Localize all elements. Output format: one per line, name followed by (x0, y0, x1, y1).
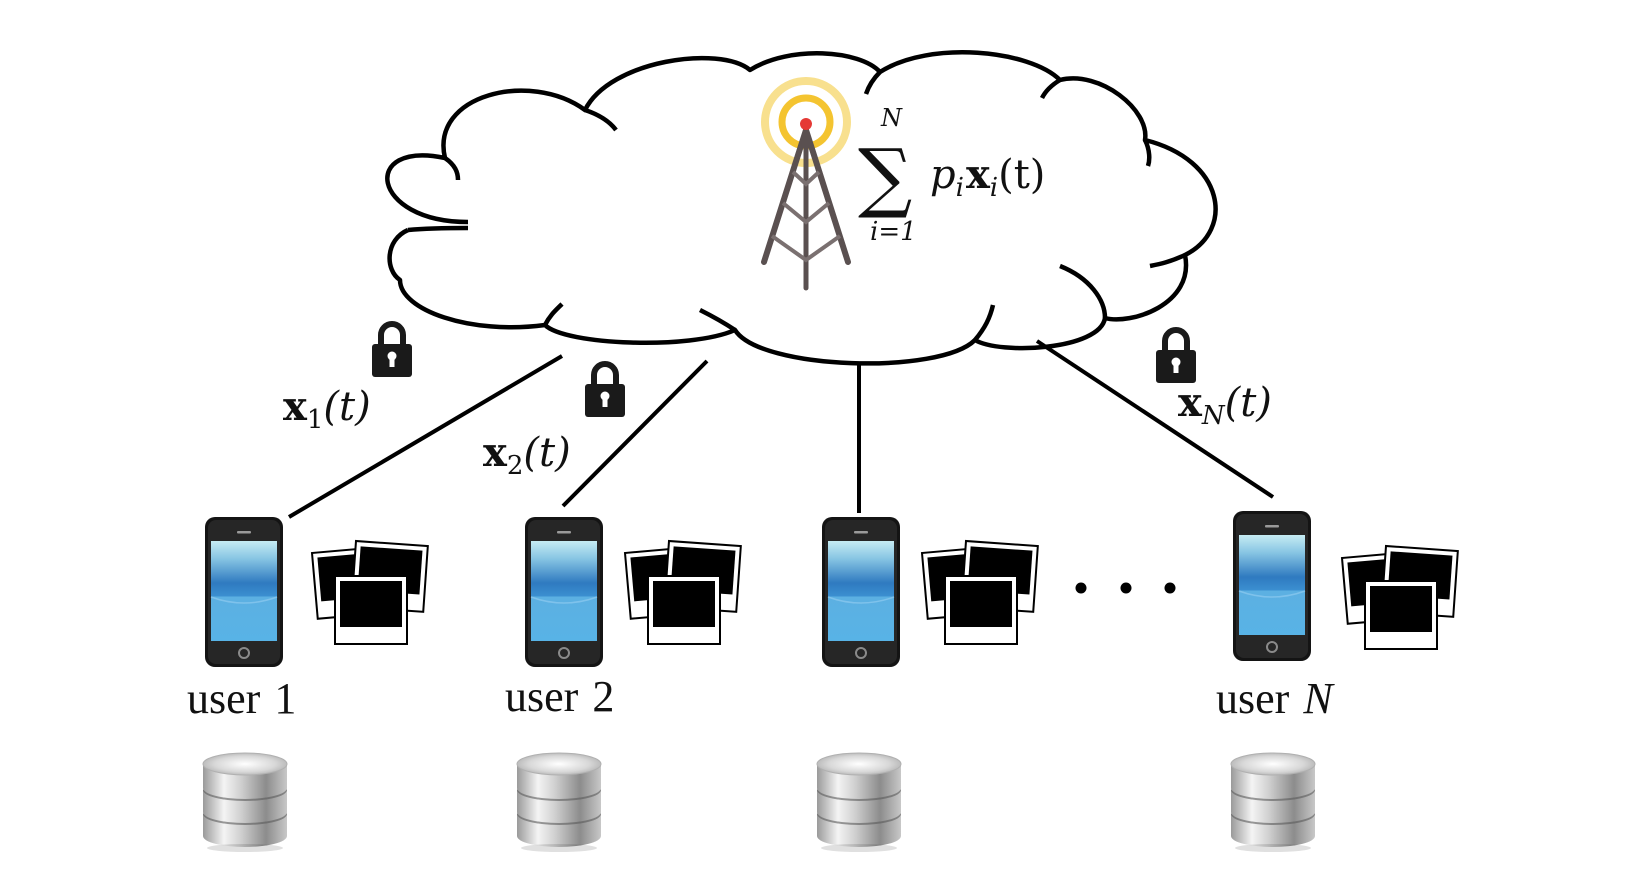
sum-operator: ∑ (858, 132, 912, 221)
sum-term: pixi(t) (930, 151, 1045, 203)
link-user-2 (561, 359, 709, 508)
user-node: user 2 (505, 517, 742, 852)
smartphone-icon (205, 517, 283, 667)
user-node (816, 517, 1039, 852)
radio-tower-icon (761, 77, 851, 291)
user-label: user 2 (505, 672, 614, 721)
photos-icon (1340, 544, 1459, 650)
database-icon (202, 752, 288, 852)
ellipsis (1075, 582, 1176, 594)
smartphone-icon (525, 517, 603, 667)
link-user-1 (287, 354, 564, 519)
photos-icon (623, 539, 742, 645)
link-user-n (1035, 339, 1275, 499)
links (287, 339, 1275, 519)
sum-upper-limit: N (880, 104, 903, 132)
lock-icon (1156, 327, 1196, 383)
cloud-cusp (443, 156, 461, 181)
lock-icon (585, 361, 625, 417)
cloud-cusp (1039, 78, 1062, 100)
cloud-cusp (973, 304, 996, 342)
cloud-cusp (698, 307, 737, 332)
cloud-cusp (863, 70, 882, 95)
cloud-cusp (1059, 263, 1108, 319)
user-label: user 1 (187, 674, 296, 723)
cloud-cusp (407, 225, 469, 233)
user-label-word: user (1216, 674, 1290, 723)
database-icon (1230, 752, 1316, 852)
smartphone-icon (822, 517, 900, 667)
database-icon (816, 752, 902, 852)
link-label-n: xN(t) (1178, 379, 1272, 431)
cloud-cusp (1149, 252, 1186, 269)
user-label-word: user (505, 672, 579, 721)
cloud-server: N ∑ i=1 pixi(t) (385, 50, 1218, 366)
database-icon (516, 752, 602, 852)
cloud-cusp (1142, 138, 1152, 167)
cloud-cusp (584, 107, 618, 132)
user-label-index: 1 (274, 674, 296, 723)
link-labels: x1(t) x2(t) xN(t) (283, 379, 1272, 481)
user-label-index: 2 (592, 672, 614, 721)
photos-icon (920, 539, 1039, 645)
cloud-cusp (542, 302, 564, 327)
cloud-outline (385, 50, 1218, 366)
photos-icon (310, 539, 429, 645)
aggregation-formula: N ∑ i=1 pixi(t) (858, 104, 1045, 247)
lock-icon (372, 321, 412, 377)
user-label-index: N (1302, 674, 1335, 723)
antenna-tip (800, 118, 812, 130)
link-label-2: x2(t) (483, 429, 571, 481)
smartphone-icon (1233, 511, 1311, 661)
link-label-1: x1(t) (283, 383, 371, 435)
sum-lower-limit: i=1 (870, 217, 917, 247)
user-node: user 1 (187, 517, 429, 852)
user-label-word: user (187, 674, 261, 723)
